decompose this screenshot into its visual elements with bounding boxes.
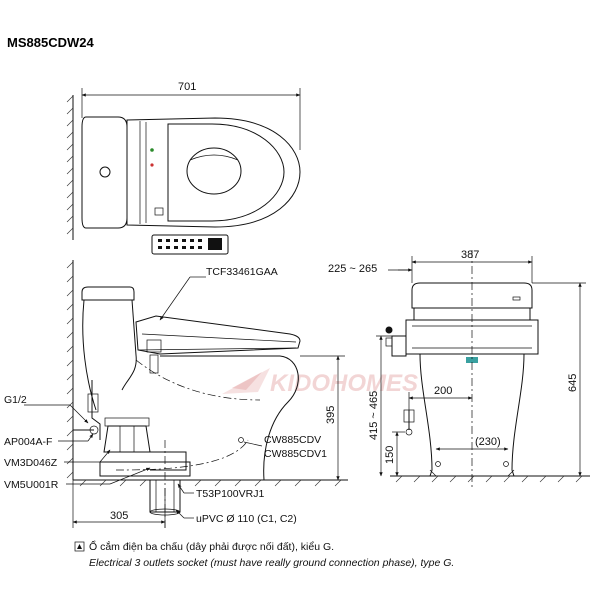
dim-395: 395 (325, 406, 337, 424)
watermark-text: KIDOHOMES (270, 370, 418, 397)
label-seat-model: TCF33461GAA (206, 266, 278, 278)
label-t53: T53P100VRJ1 (196, 488, 264, 500)
label-cw885cdv: CW885CDV (264, 434, 321, 446)
dim-645: 645 (567, 374, 579, 392)
label-upvc: uPVC Ø 110 (C1, C2) (196, 513, 297, 525)
label-vm5: VM5U001R (4, 479, 59, 491)
dim-200: 200 (434, 385, 452, 397)
remote-control (151, 234, 229, 255)
dim-387: 387 (461, 249, 479, 261)
label-g12: G1/2 (4, 394, 27, 406)
label-cw885cdv1: CW885CDV1 (264, 448, 327, 460)
note-english: Electrical 3 outlets socket (must have r… (89, 557, 454, 569)
dim-305: 305 (110, 510, 128, 522)
watermark: KIDOHOMES (222, 368, 418, 397)
dim-225-265: 225 ~ 265 (328, 263, 377, 275)
dim-701: 701 (178, 81, 196, 93)
model-title: MS885CDW24 (7, 35, 94, 50)
dim-230: (230) (475, 436, 501, 448)
front-view: 225 ~ 265 387 645 415 ~ 465 200 150 (230… (328, 249, 590, 488)
warning-icon (77, 544, 82, 549)
label-ap004: AP004A-F (4, 436, 52, 448)
side-view: TCF33461GAA G1/2 AP004A-F VM3D046Z VM5U0… (4, 260, 348, 530)
top-view: 701 (66, 81, 301, 255)
notes: Ổ cắm điện ba chấu (dây phải được nối đấ… (74, 540, 454, 569)
dim-415-465: 415 ~ 465 (368, 391, 380, 440)
note-vietnamese: Ổ cắm điện ba chấu (dây phải được nối đấ… (89, 540, 334, 553)
dim-150: 150 (384, 446, 396, 464)
label-vm3: VM3D046Z (4, 457, 58, 469)
